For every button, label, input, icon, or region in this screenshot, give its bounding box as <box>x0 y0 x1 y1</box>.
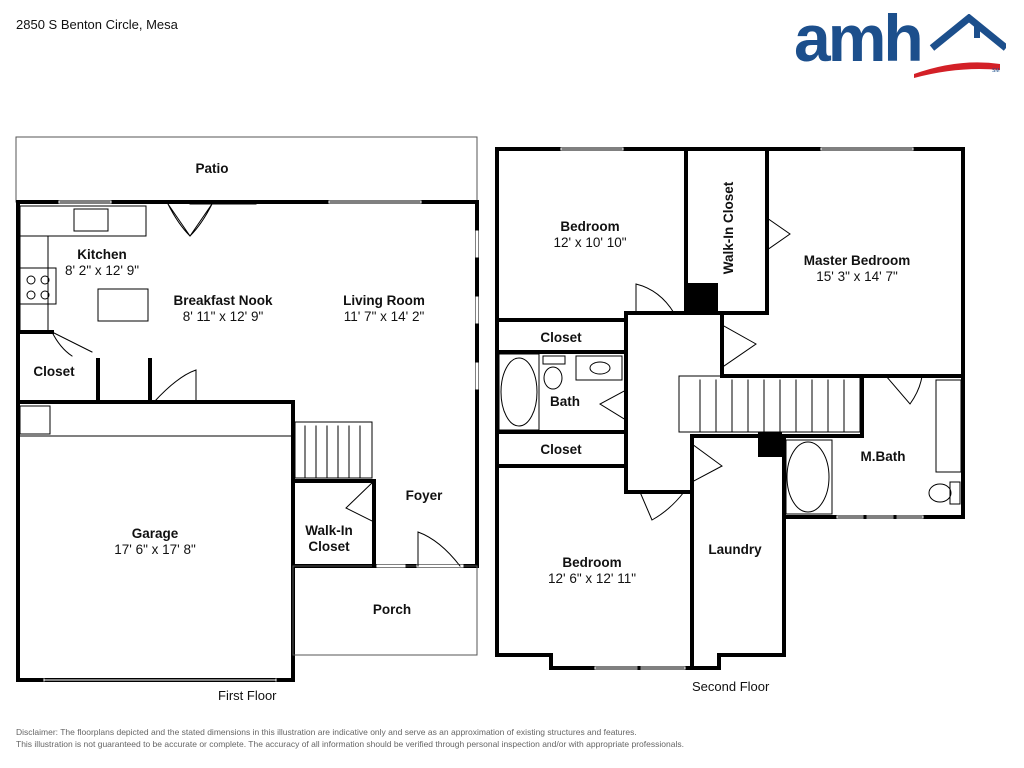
second-floor-exterior <box>495 147 965 670</box>
logo-wordmark: amh <box>794 1 924 75</box>
room-foyer: Foyer <box>405 488 443 503</box>
room-kitchen: Kitchen 8' 2" x 12' 9" <box>64 247 140 278</box>
disclaimer-line-2: This illustration is not guaranteed to b… <box>16 739 684 749</box>
house-roof-icon <box>914 13 1009 78</box>
room-laundry: Laundry <box>708 542 762 557</box>
stairs-second-floor <box>678 375 861 433</box>
room-master-bedroom: Master Bedroom 15' 3" x 14' 7" <box>803 253 911 284</box>
second-floor-label: Second Floor <box>692 679 770 694</box>
room-breakfast-nook: Breakfast Nook 8' 11" x 12' 9" <box>173 293 273 324</box>
room-master-bath: M.Bath <box>860 449 906 464</box>
room-living-room: Living Room 11' 7" x 14' 2" <box>343 293 425 324</box>
room-patio: Patio <box>195 161 229 176</box>
shaft <box>686 283 718 313</box>
room-closet: Closet <box>33 364 75 379</box>
room-closet-upper: Closet <box>540 330 582 345</box>
first-floor-exterior <box>16 200 479 568</box>
first-floor-label: First Floor <box>218 688 277 703</box>
room-porch: Porch <box>372 602 412 617</box>
shaft <box>758 432 782 457</box>
room-closet-lower: Closet <box>540 442 582 457</box>
room-bath: Bath <box>550 394 580 409</box>
room-walk-in-closet-2: Walk-In Closet <box>721 181 736 275</box>
room-garage: Garage 17' 6" x 17' 8" <box>114 526 196 557</box>
room-bedroom-1: Bedroom 12' x 10' 10" <box>553 219 627 250</box>
amh-logo: amh SM <box>794 1 1009 88</box>
room-bedroom-2: Bedroom 12' 6" x 12' 11" <box>547 555 637 586</box>
disclaimer-line-1: Disclaimer: The floorplans depicted and … <box>16 727 637 737</box>
property-address: 2850 S Benton Circle, Mesa <box>16 17 178 32</box>
room-walk-in-closet: Walk-In Closet <box>305 523 353 554</box>
service-mark: SM <box>992 68 1000 74</box>
stairs-first-floor <box>294 421 373 479</box>
